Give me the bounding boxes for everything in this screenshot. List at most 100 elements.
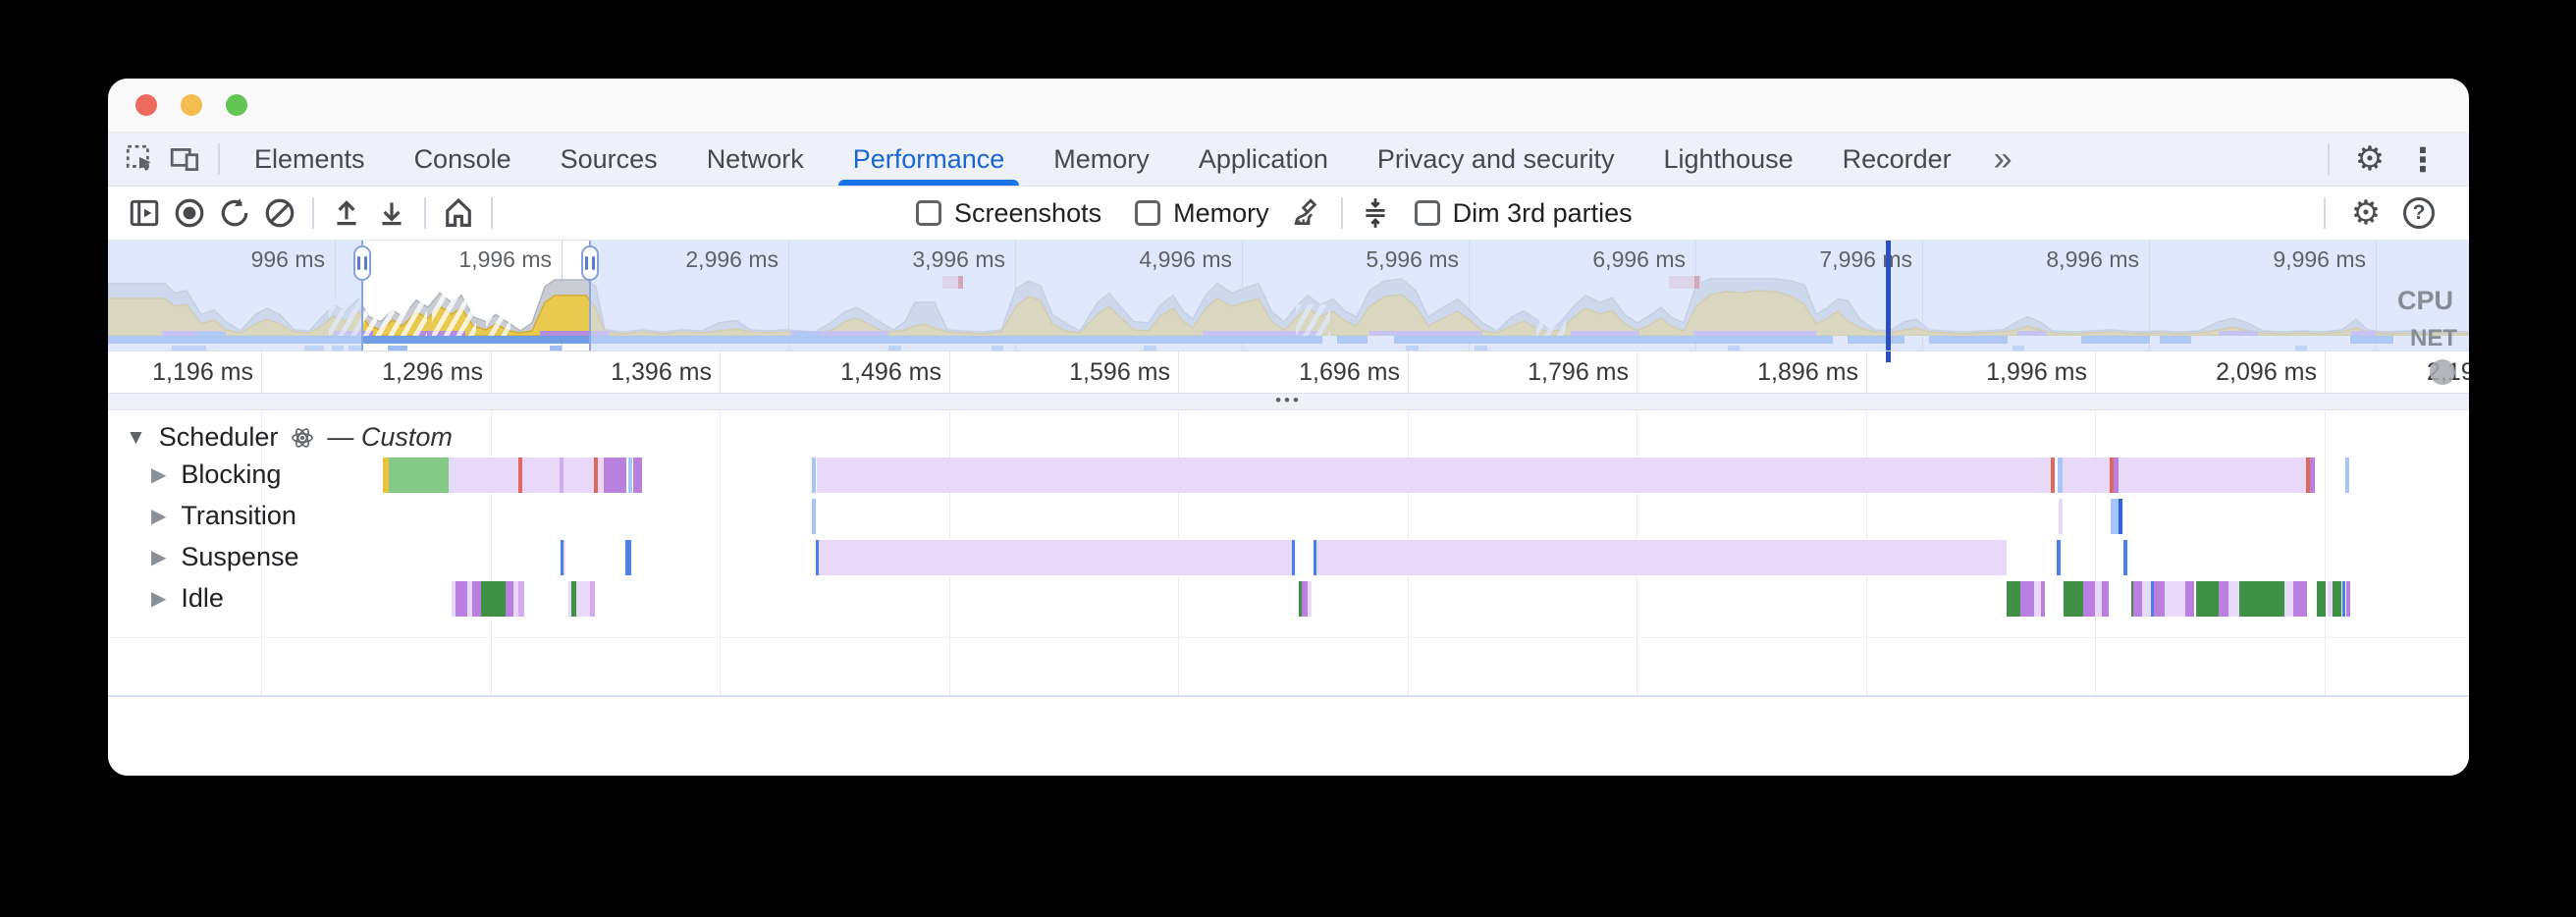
flame-bar-idle[interactable]	[2228, 581, 2239, 617]
inspect-element-icon[interactable]	[118, 136, 163, 182]
track-header-scheduler[interactable]: ▼ Scheduler — Custom	[126, 422, 453, 453]
flame-bar-blocking[interactable]	[522, 458, 560, 493]
flame-bar-idle[interactable]	[2041, 581, 2045, 617]
flame-bar-idle[interactable]	[2007, 581, 2020, 617]
flame-bar-idle[interactable]	[506, 581, 513, 617]
collapse-caret-icon[interactable]: ▼	[126, 425, 146, 449]
minimize-button[interactable]	[181, 94, 202, 116]
flame-bar-idle[interactable]	[568, 581, 571, 617]
flame-bar-idle[interactable]	[2239, 581, 2284, 617]
flame-bar-idle[interactable]	[2020, 581, 2034, 617]
tab-application[interactable]: Application	[1174, 133, 1353, 186]
flame-bar-blocking[interactable]	[389, 458, 449, 493]
flame-bar-blocking[interactable]	[604, 458, 626, 493]
flame-bar-idle[interactable]	[1302, 581, 1308, 617]
upload-profile-icon[interactable]	[324, 190, 369, 236]
flame-bar-idle[interactable]	[452, 581, 456, 617]
flame-bar-transition[interactable]	[812, 499, 816, 534]
dim-3rd-parties-checkbox[interactable]: Dim 3rd parties	[1414, 198, 1633, 229]
collapse-sections-icon[interactable]	[1353, 190, 1398, 236]
flame-bar-blocking[interactable]	[594, 458, 598, 493]
flame-bar-idle[interactable]	[2333, 581, 2341, 617]
tab-memory[interactable]: Memory	[1029, 133, 1174, 186]
flame-bar-idle[interactable]	[2034, 581, 2041, 617]
flame-bar-transition[interactable]	[2059, 499, 2063, 534]
flame-bar-suspense[interactable]	[1292, 540, 1295, 575]
flame-bar-transition[interactable]	[2111, 499, 2122, 534]
flame-bar-suspense[interactable]	[1314, 540, 1316, 575]
tab-performance[interactable]: Performance	[829, 133, 1030, 186]
flamechart-track-area[interactable]: ▼ Scheduler — Custom ▶Blocking▶Transitio…	[108, 410, 2469, 697]
flame-bar-idle[interactable]	[590, 581, 595, 617]
expand-caret-icon[interactable]: ▶	[151, 463, 167, 486]
flame-bar-suspense[interactable]	[819, 540, 1292, 575]
flame-bar-idle[interactable]	[2284, 581, 2293, 617]
flame-bar-blocking[interactable]	[817, 458, 2051, 493]
flame-bar-idle[interactable]	[2083, 581, 2095, 617]
flame-bar-blocking[interactable]	[383, 458, 389, 493]
flame-bar-idle[interactable]	[2219, 581, 2228, 617]
flame-bar-blocking[interactable]	[2310, 458, 2315, 493]
flame-bar-idle[interactable]	[2154, 581, 2165, 617]
toggle-sidebar-icon[interactable]	[122, 190, 167, 236]
more-options-kebab-icon[interactable]: ⋮	[2400, 136, 2445, 182]
flame-bar-idle[interactable]	[2151, 581, 2154, 617]
scrollbar-thumb[interactable]	[2430, 359, 2455, 385]
track-row-suspense[interactable]: ▶Suspense	[151, 539, 298, 574]
selection-handle-right[interactable]	[581, 245, 599, 281]
flame-bar-idle[interactable]	[576, 581, 590, 617]
capture-settings-gear-icon[interactable]: ⚙	[2343, 190, 2388, 236]
flame-bar-idle[interactable]	[518, 581, 524, 617]
flame-bar-idle[interactable]	[2133, 581, 2142, 617]
flame-bar-blocking[interactable]	[2306, 458, 2310, 493]
flame-bar-suspense[interactable]	[1316, 540, 2007, 575]
flame-bar-blocking[interactable]	[2119, 458, 2306, 493]
flame-bar-blocking[interactable]	[2063, 458, 2110, 493]
tab-lighthouse[interactable]: Lighthouse	[1639, 133, 1818, 186]
flame-bar-idle[interactable]	[2196, 581, 2219, 617]
tab-console[interactable]: Console	[390, 133, 536, 186]
expand-caret-icon[interactable]: ▶	[151, 546, 167, 568]
flame-bar-idle[interactable]	[2131, 581, 2133, 617]
flame-bar-blocking[interactable]	[518, 458, 522, 493]
flame-bar-blocking[interactable]	[598, 458, 604, 493]
track-row-transition[interactable]: ▶Transition	[151, 498, 296, 533]
flame-bar-idle[interactable]	[472, 581, 481, 617]
panel-resize-handle[interactable]: •••	[108, 392, 2469, 410]
record-icon[interactable]	[167, 190, 212, 236]
flame-bar-blocking[interactable]	[2110, 458, 2114, 493]
flame-bar-suspense[interactable]	[816, 540, 819, 575]
flame-bar-blocking[interactable]	[812, 458, 816, 493]
tab-elements[interactable]: Elements	[230, 133, 390, 186]
timeline-playhead[interactable]	[1886, 241, 1891, 351]
flame-bar-idle[interactable]	[481, 581, 506, 617]
tab-network[interactable]: Network	[682, 133, 829, 186]
help-icon[interactable]: ?	[2396, 190, 2442, 236]
flame-bar-blocking[interactable]	[2051, 458, 2055, 493]
device-toolbar-icon[interactable]	[163, 136, 208, 182]
flame-bar-idle[interactable]	[456, 581, 467, 617]
screenshots-checkbox[interactable]: Screenshots	[916, 198, 1101, 229]
download-profile-icon[interactable]	[369, 190, 414, 236]
home-live-metrics-icon[interactable]	[436, 190, 481, 236]
flame-bar-idle[interactable]	[2142, 581, 2151, 617]
flame-bar-blocking[interactable]	[2058, 458, 2063, 493]
flame-bar-idle[interactable]	[2328, 581, 2333, 617]
flame-bar-blocking[interactable]	[633, 458, 642, 493]
flame-bar-idle[interactable]	[2346, 581, 2350, 617]
memory-checkbox[interactable]: Memory	[1135, 198, 1269, 229]
flame-bar-suspense[interactable]	[625, 540, 631, 575]
collect-garbage-icon[interactable]	[1286, 190, 1331, 236]
flame-bar-suspense[interactable]	[561, 540, 565, 575]
track-row-idle[interactable]: ▶Idle	[151, 580, 224, 616]
flame-bar-idle[interactable]	[2185, 581, 2194, 617]
flame-bar-blocking[interactable]	[449, 458, 518, 493]
window-titlebar[interactable]	[108, 79, 2469, 133]
tab-recorder[interactable]: Recorder	[1818, 133, 1976, 186]
flame-bar-idle[interactable]	[2293, 581, 2307, 617]
flame-bar-blocking[interactable]	[2345, 458, 2349, 493]
flame-bar-idle[interactable]	[513, 581, 518, 617]
settings-gear-icon[interactable]: ⚙	[2347, 136, 2392, 182]
flame-bar-suspense[interactable]	[2123, 540, 2127, 575]
